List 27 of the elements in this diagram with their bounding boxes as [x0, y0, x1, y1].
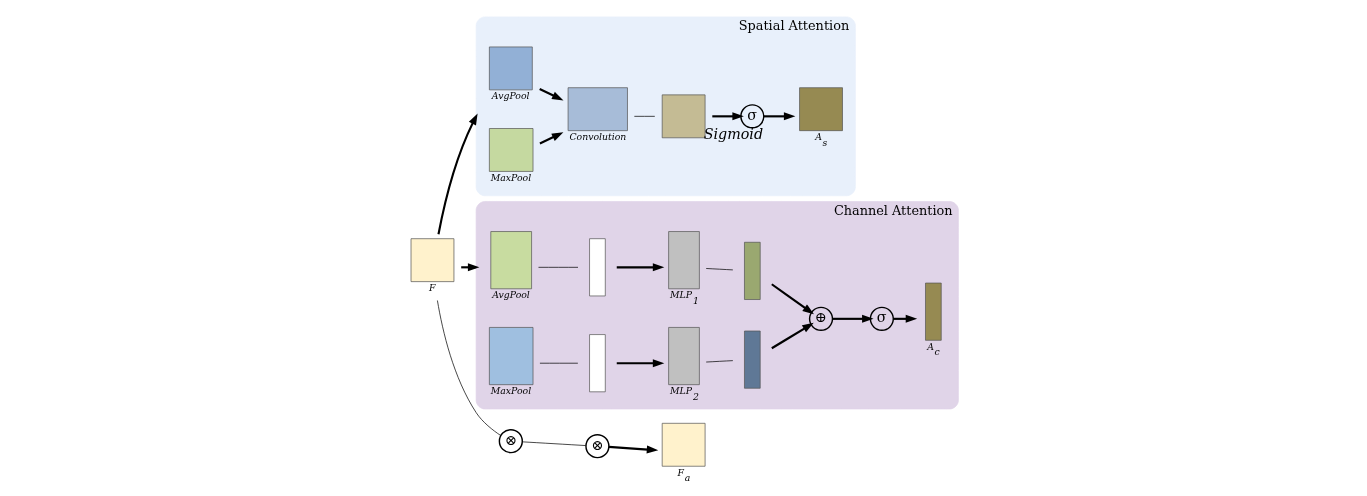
arrow [770, 283, 814, 315]
node-label: MaxPool [490, 385, 531, 397]
arrow [770, 322, 814, 350]
connector [436, 300, 501, 436]
arrow [616, 359, 664, 368]
arrow [538, 88, 563, 101]
arrow [608, 445, 658, 454]
node-label: AvgPool [491, 289, 530, 301]
node-label: F [428, 282, 435, 294]
node-label: Convolution [569, 131, 626, 143]
arrow [616, 263, 664, 272]
node-label: MaxPool [490, 172, 531, 184]
connector [705, 268, 733, 271]
arrow [763, 112, 795, 121]
node-circle: ⊗ [498, 429, 523, 454]
node-circle: σ [869, 306, 894, 331]
connector [705, 360, 733, 363]
arrow [436, 113, 478, 235]
node-circle: ⊕ [808, 306, 833, 331]
node-circle: ⊗ [584, 434, 610, 459]
node-circle: σ [739, 104, 764, 129]
arrow [832, 314, 874, 323]
arrow [892, 314, 917, 323]
node-label: AvgPool [491, 90, 529, 102]
arrow [538, 132, 563, 145]
arrow [711, 112, 744, 121]
connector [521, 441, 586, 446]
